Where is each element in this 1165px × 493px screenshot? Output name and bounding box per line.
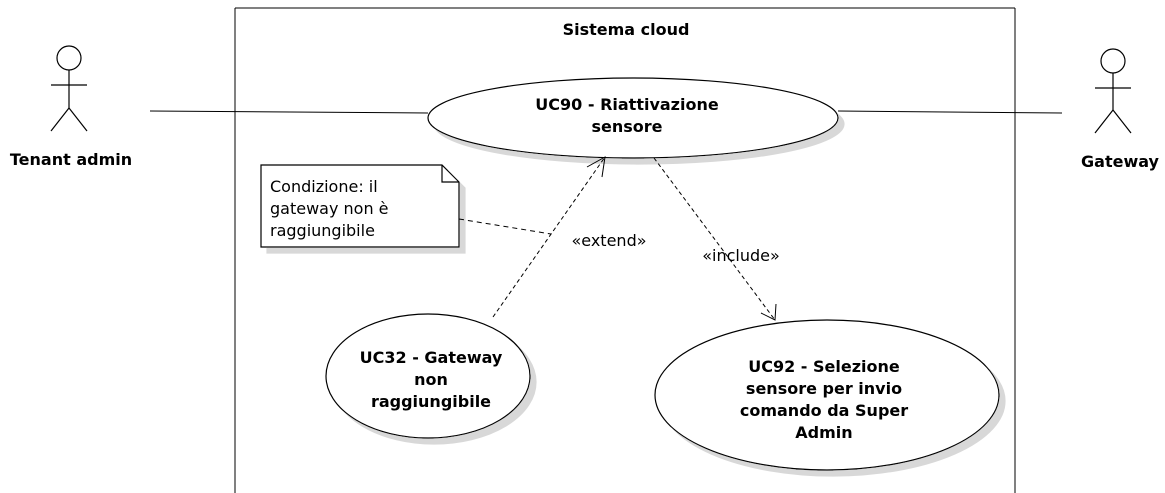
uc92-line-1: UC92 - Selezione — [748, 357, 900, 376]
extend-label: «extend» — [571, 231, 646, 250]
system-boundary: Sistema cloud — [234, 7, 1016, 493]
note-connector — [458, 218, 552, 235]
association-gateway-uc90 — [837, 110, 1063, 114]
actor-tenant-admin: Tenant admin — [10, 45, 132, 169]
note-line-2: gateway non è — [270, 199, 389, 218]
note-line-1: Condizione: il — [270, 177, 378, 196]
uc92-line-2: sensore per invio — [746, 379, 902, 398]
include-relation: «include» — [653, 157, 780, 321]
use-case-uc92: UC92 - Selezione sensore per invio coman… — [654, 319, 1000, 471]
extend-relation: «extend» — [492, 156, 647, 318]
note-line-3: raggiungibile — [270, 221, 375, 240]
actor-label-gateway: Gateway — [1081, 152, 1160, 171]
note: Condizione: il gateway non è raggiungibi… — [260, 164, 460, 248]
use-case-uc32: UC32 - Gateway non raggiungibile — [325, 313, 531, 439]
actor-gateway: Gateway — [1081, 48, 1160, 171]
use-case-uc90: UC90 - Riattivazione sensore — [427, 77, 839, 159]
uc90-line-1: UC90 - Riattivazione — [535, 95, 719, 114]
actor-label-tenant-admin: Tenant admin — [10, 150, 132, 169]
uc92-line-3: comando da Super — [740, 401, 908, 420]
include-label: «include» — [702, 246, 780, 265]
uc32-line-1: UC32 - Gateway — [360, 348, 503, 367]
uc90-line-2: sensore — [591, 117, 662, 136]
system-title: Sistema cloud — [563, 20, 690, 39]
association-tenant-admin-uc90 — [149, 110, 429, 114]
uc32-line-2: non — [414, 370, 448, 389]
uc92-line-4: Admin — [795, 423, 852, 442]
uc32-line-3: raggiungibile — [371, 392, 491, 411]
